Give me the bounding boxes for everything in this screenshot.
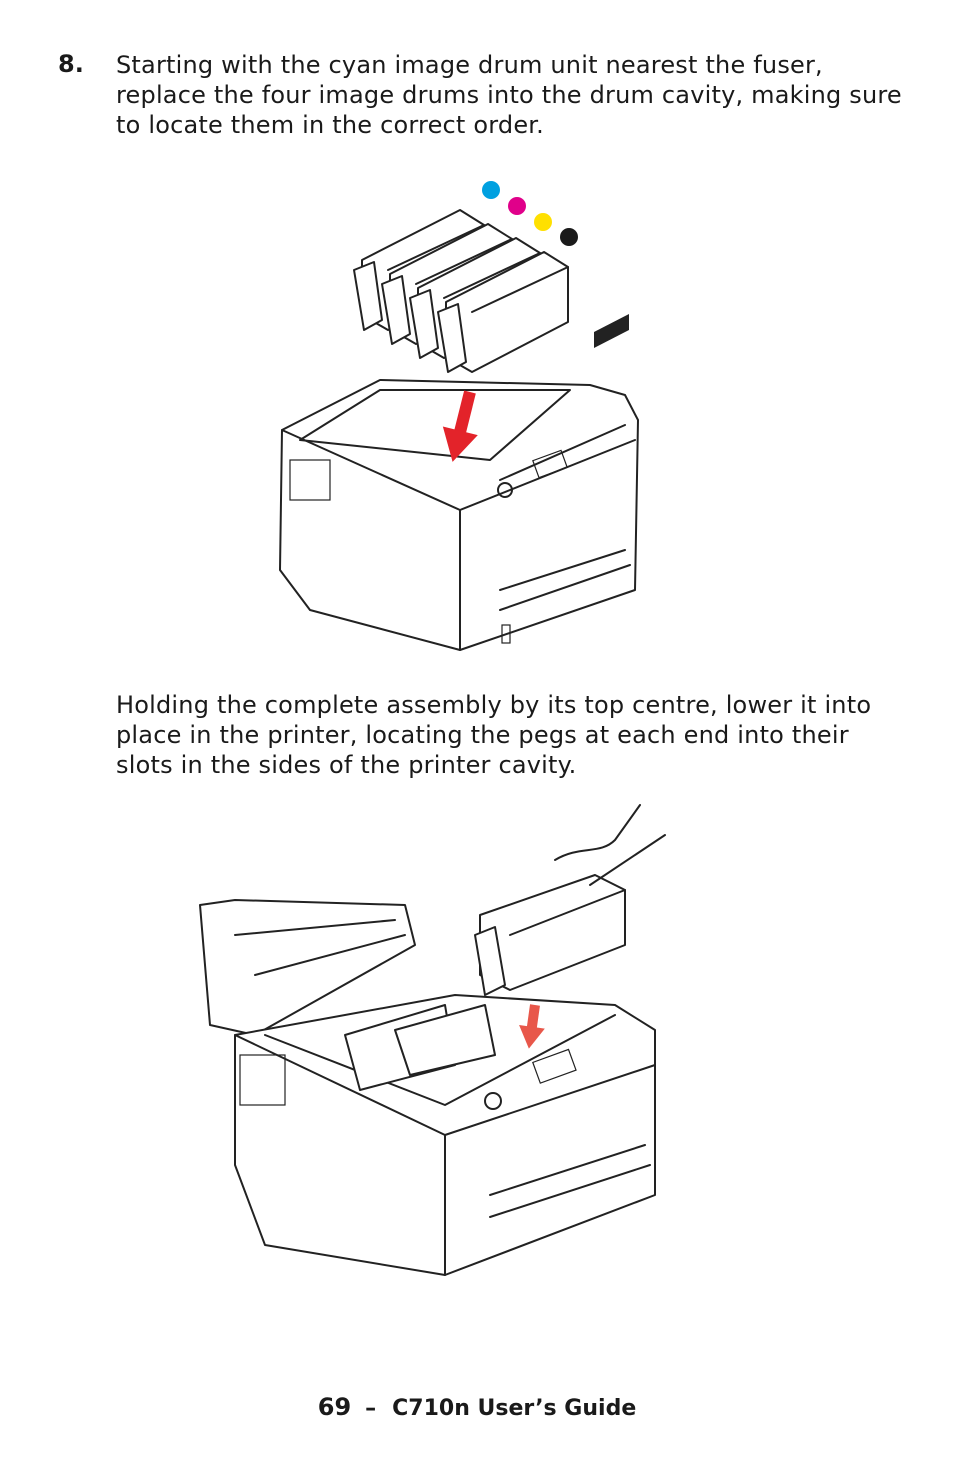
- page-footer: 69–C710n User’s Guide: [0, 1393, 954, 1421]
- step-instruction: Starting with the cyan image drum unit n…: [116, 51, 902, 139]
- assembly-instruction: Holding the complete assembly by its top…: [116, 691, 872, 779]
- printer-body: [279, 379, 639, 651]
- yellow-dot: [534, 213, 552, 231]
- black-dot: [560, 228, 578, 246]
- printer-body: [234, 994, 656, 1276]
- footer-separator: –: [365, 1396, 377, 1421]
- guide-title: C710n User’s Guide: [392, 1396, 637, 1421]
- figure-lowering-assembly: [195, 804, 675, 1310]
- page-number: 69: [317, 1393, 352, 1421]
- magenta-dot: [508, 197, 526, 215]
- hand: [554, 804, 641, 861]
- drum-unit-held: [474, 874, 626, 996]
- image-drum-units: [353, 209, 629, 373]
- step-number: 8.: [58, 50, 84, 78]
- insert-arrow: [442, 390, 478, 462]
- figure-drums-into-printer: [270, 170, 660, 670]
- cyan-dot: [482, 181, 500, 199]
- insert-arrow: [519, 1004, 545, 1049]
